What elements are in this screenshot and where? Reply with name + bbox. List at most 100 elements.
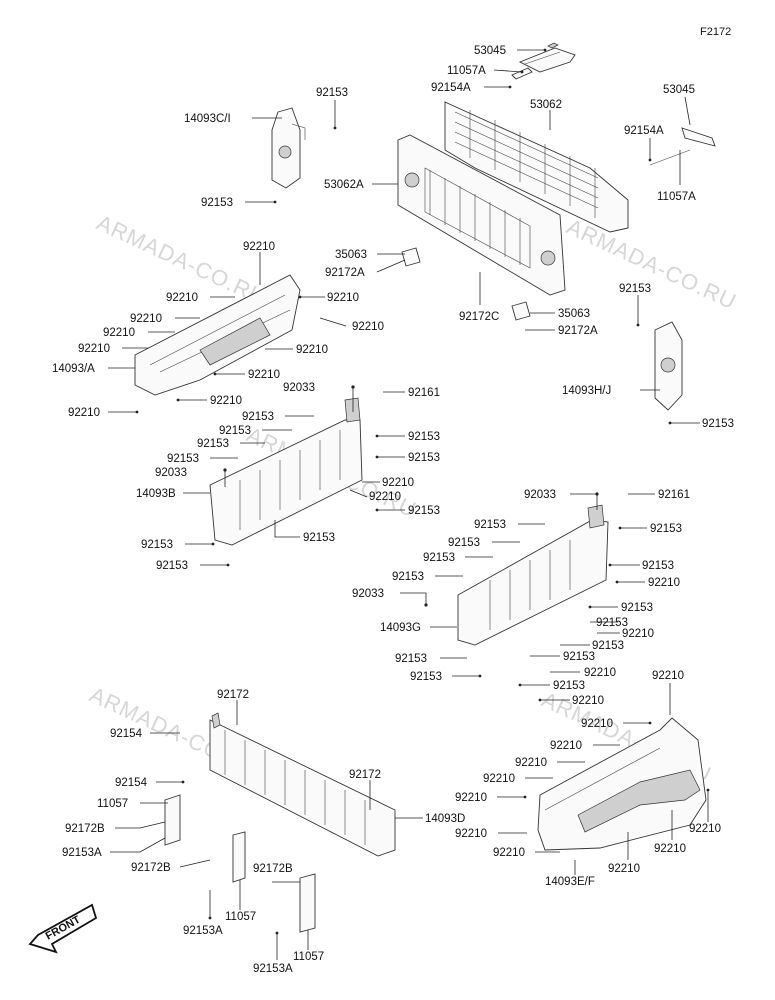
label-92210-19: 92210 — [581, 718, 613, 730]
label-92153-i: 92153 — [167, 453, 199, 465]
hinge-right — [654, 321, 683, 411]
label-92153-aa: 92153 — [553, 680, 585, 692]
label-14093ci: 14093C/I — [184, 113, 231, 125]
label-92153-z: 92153 — [410, 671, 442, 683]
plate-92172b-3 — [299, 873, 316, 933]
label-92210-12: 92210 — [382, 477, 414, 489]
label-92210-1: 92210 — [243, 241, 275, 253]
label-92153-p: 92153 — [650, 523, 682, 535]
label-35063-lower: 35063 — [558, 308, 590, 320]
label-92153-f: 92153 — [219, 425, 251, 437]
bed-side-right — [457, 504, 609, 646]
label-92210-2: 92210 — [166, 292, 198, 304]
label-11057-3: 11057 — [293, 951, 324, 963]
label-92210-16: 92210 — [584, 667, 616, 679]
label-11057-1: 11057 — [97, 798, 128, 810]
label-14093a: 14093/A — [52, 363, 95, 375]
label-11057a-top: 11057A — [447, 65, 486, 77]
label-92172b-3: 92172B — [253, 863, 293, 875]
clip-35063-upper — [401, 247, 421, 267]
label-92210-18: 92210 — [652, 670, 684, 682]
label-92153-hinge-top: 92153 — [316, 87, 348, 99]
plate-92172b-1 — [164, 794, 181, 846]
label-92154-2: 92154 — [115, 777, 148, 789]
label-92210-7: 92210 — [352, 321, 384, 333]
label-14093b: 14093B — [136, 488, 176, 500]
leader-dots — [135, 48, 710, 935]
label-92172-1: 92172 — [217, 689, 249, 701]
label-11057a-right: 11057A — [657, 191, 696, 203]
bed-side-left — [209, 397, 363, 546]
label-92210-8: 92210 — [296, 344, 328, 356]
label-92210-9: 92210 — [248, 369, 280, 381]
part-labels: 53045 11057A 92154A 53062 53045 92154A 1… — [52, 45, 734, 975]
label-92172-2: 92172 — [349, 769, 381, 781]
label-35063-upper: 35063 — [335, 249, 367, 261]
label-92153-hinge-bottom: 92153 — [201, 197, 233, 209]
label-92172c: 92172C — [459, 311, 499, 323]
label-92033-3: 92033 — [524, 489, 556, 501]
fender-left-upper — [134, 274, 301, 396]
label-92210-20: 92210 — [550, 740, 582, 752]
label-92153-w: 92153 — [592, 640, 624, 652]
label-92153a-1: 92153A — [62, 847, 102, 859]
label-92153-right-hinge: 92153 — [619, 283, 651, 295]
label-92210-26: 92210 — [654, 843, 686, 855]
hinge-left-upper — [271, 107, 306, 189]
label-92172a-upper: 92172A — [325, 267, 365, 279]
label-92153-n: 92153 — [156, 560, 188, 572]
watermark-2: ARMADA-CO.RU — [563, 214, 741, 315]
figure-id: F2172 — [700, 26, 731, 38]
leader-lines — [108, 49, 709, 960]
label-92210-21: 92210 — [515, 757, 547, 769]
label-92153-y: 92153 — [563, 651, 595, 663]
label-92210-24: 92210 — [689, 823, 721, 835]
label-92172a-lower: 92172A — [558, 325, 598, 337]
bed-front-rail — [209, 712, 396, 857]
label-92153a-3: 92153A — [253, 963, 293, 975]
label-14093g: 14093G — [380, 622, 421, 634]
label-92172b-1: 92172B — [65, 823, 105, 835]
label-92153-k: 92153 — [408, 505, 440, 517]
label-92210-15: 92210 — [622, 628, 654, 640]
label-14093d: 14093D — [425, 813, 465, 825]
label-92153-right-hinge-bottom: 92153 — [702, 418, 734, 430]
label-92153-e: 92153 — [242, 411, 274, 423]
label-53045-right: 53045 — [663, 84, 695, 96]
label-92153-s: 92153 — [642, 560, 674, 572]
label-92153-v: 92153 — [596, 617, 628, 629]
label-53062: 53062 — [530, 99, 562, 111]
label-92210-27: 92210 — [493, 847, 525, 859]
label-53062a: 53062A — [324, 179, 364, 191]
label-53045-top: 53045 — [474, 45, 506, 57]
label-92161-2: 92161 — [658, 489, 690, 501]
label-14093hj: 14093H/J — [562, 385, 611, 397]
label-92153-j: 92153 — [408, 452, 440, 464]
label-92210-6: 92210 — [78, 343, 110, 355]
label-92154a-top: 92154A — [431, 82, 471, 94]
label-92153-u: 92153 — [621, 602, 653, 614]
plate-92172b-2 — [232, 831, 246, 883]
latch-bracket-top — [511, 42, 576, 80]
label-92154a-right: 92154A — [624, 125, 664, 137]
tailgate-outer-panel — [444, 101, 629, 233]
label-92210-5: 92210 — [103, 327, 135, 339]
label-92210-4: 92210 — [130, 313, 162, 325]
label-92153-t: 92153 — [392, 571, 424, 583]
label-92210-25: 92210 — [455, 828, 487, 840]
label-92153-x: 92153 — [395, 653, 427, 665]
label-92153-h: 92153 — [408, 431, 440, 443]
label-92153a-2: 92153A — [183, 925, 223, 937]
label-92153-o: 92153 — [474, 519, 506, 531]
label-92033-1: 92033 — [283, 382, 315, 394]
label-92210-10: 92210 — [210, 395, 242, 407]
label-92210-3: 92210 — [327, 292, 359, 304]
label-92210-13: 92210 — [369, 491, 401, 503]
label-92161-1: 92161 — [408, 387, 440, 399]
label-92154-1: 92154 — [110, 728, 143, 740]
label-92033-4: 92033 — [352, 588, 384, 600]
label-92153-g: 92153 — [197, 438, 229, 450]
label-11057-2: 11057 — [225, 911, 256, 923]
label-92210-23: 92210 — [455, 792, 487, 804]
